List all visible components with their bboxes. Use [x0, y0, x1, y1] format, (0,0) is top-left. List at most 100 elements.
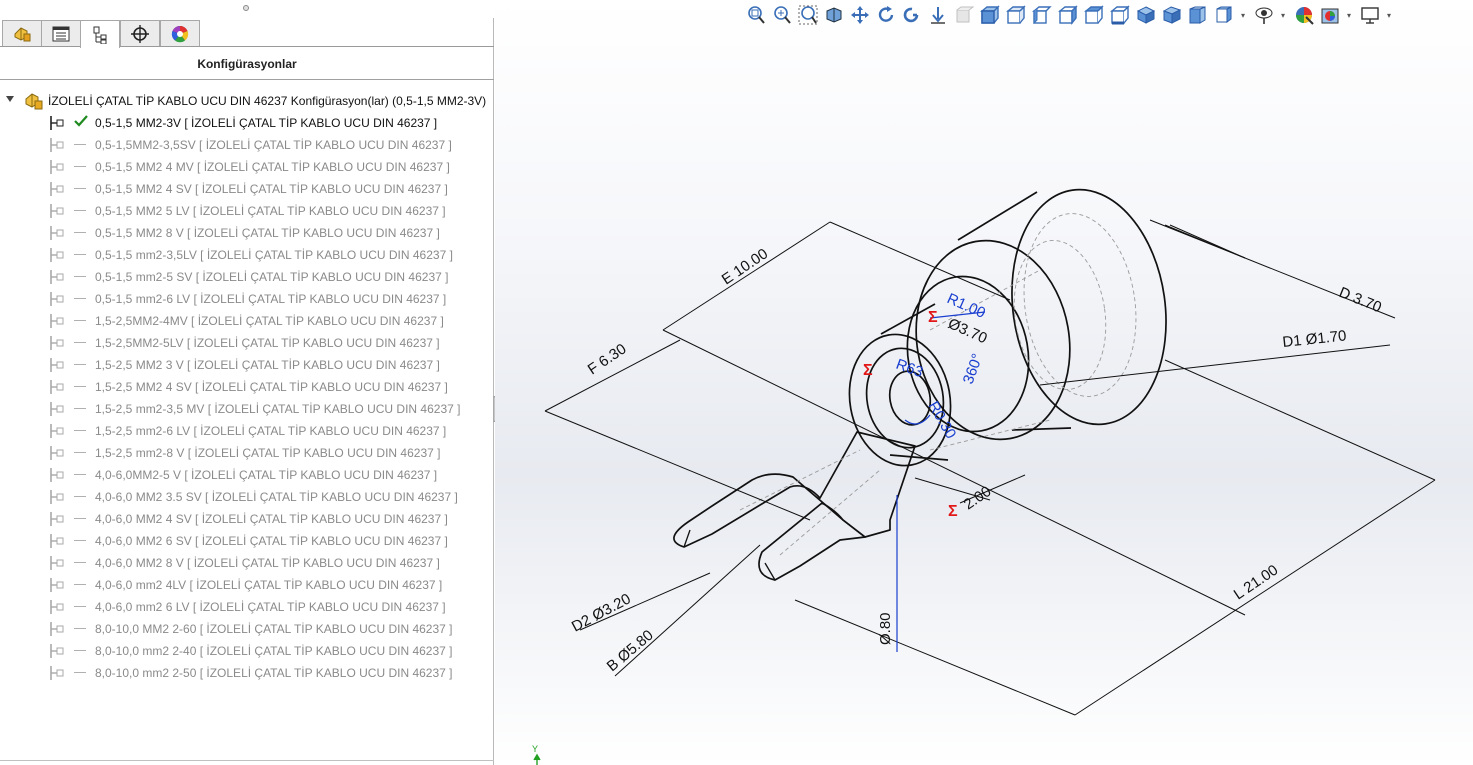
dimension-d2[interactable]: D2 Ø3.20: [569, 590, 634, 635]
zoom-in-out-button[interactable]: [797, 3, 819, 27]
configuration-icon: [48, 181, 66, 200]
configuration-label: 4,0-6,0 MM2 6 SV [ İZOLELİ ÇATAL TİP KAB…: [95, 534, 448, 548]
configuration-item[interactable]: 4,0-6,0 mm2 4LV [ İZOLELİ ÇATAL TİP KABL…: [0, 574, 494, 596]
inactive-dash-icon: [74, 562, 86, 563]
configuration-icon: [48, 269, 66, 288]
dimension-r063[interactable]: R63: [894, 356, 926, 381]
configuration-label: 0,5-1,5 MM2 8 V [ İZOLELİ ÇATAL TİP KABL…: [95, 226, 440, 240]
configuration-item[interactable]: 0,5-1,5 MM2 4 SV [ İZOLELİ ÇATAL TİP KAB…: [0, 178, 494, 200]
configuration-label: 1,5-2,5MM2-4MV [ İZOLELİ ÇATAL TİP KABLO…: [95, 314, 444, 328]
configuration-tree-root[interactable]: İZOLELİ ÇATAL TİP KABLO UCU DIN 46237 Ko…: [0, 90, 494, 112]
triad-y-label: Y: [532, 744, 538, 754]
inactive-dash-icon: [74, 188, 86, 189]
previous-view-button[interactable]: [927, 3, 949, 27]
dimension-d1[interactable]: D1 Ø1.70: [1282, 327, 1348, 351]
edit-appearance-button[interactable]: [1293, 3, 1315, 27]
view-orientation-button[interactable]: [1213, 3, 1235, 27]
dropdown-caret-icon[interactable]: ▾: [1240, 10, 1245, 20]
zoom-to-area-button[interactable]: [771, 3, 793, 27]
configuration-item[interactable]: 0,5-1,5 mm2-3,5LV [ İZOLELİ ÇATAL TİP KA…: [0, 244, 494, 266]
configuration-item[interactable]: 0,5-1,5 MM2 5 LV [ İZOLELİ ÇATAL TİP KAB…: [0, 200, 494, 222]
trimetric-view-button[interactable]: [1161, 3, 1183, 27]
configuration-item[interactable]: 0,5-1,5 MM2 8 V [ İZOLELİ ÇATAL TİP KABL…: [0, 222, 494, 244]
configuration-item[interactable]: 0,5-1,5 MM2 4 MV [ İZOLELİ ÇATAL TİP KAB…: [0, 156, 494, 178]
dimension-angle[interactable]: 360°: [960, 351, 987, 386]
sleeve-inner-ring: [906, 275, 1030, 433]
pan-button[interactable]: [849, 3, 871, 27]
section-view-button[interactable]: [823, 3, 845, 27]
top-view-button[interactable]: [1083, 3, 1105, 27]
configuration-item[interactable]: 8,0-10,0 MM2 2-60 [ İZOLELİ ÇATAL TİP KA…: [0, 618, 494, 640]
view-orientation-disabled-button[interactable]: [953, 3, 975, 27]
tab-configuration-manager[interactable]: [80, 20, 120, 48]
configuration-item[interactable]: 0,5-1,5MM2-3,5SV [ İZOLELİ ÇATAL TİP KAB…: [0, 134, 494, 156]
dimension-2[interactable]: 2.00: [961, 483, 995, 513]
back-view-button[interactable]: [1005, 3, 1027, 27]
dimension-b[interactable]: B Ø5.80: [604, 627, 657, 675]
dropdown-caret-icon[interactable]: ▾: [1280, 10, 1285, 20]
trimetric-view-icon: [1162, 6, 1182, 24]
configuration-icon: [48, 225, 66, 244]
configuration-item[interactable]: 1,5-2,5MM2-4MV [ İZOLELİ ÇATAL TİP KABLO…: [0, 310, 494, 332]
view-orientation-disabled-icon: [956, 6, 974, 23]
dimension-thickness[interactable]: Ø.80: [877, 612, 894, 645]
graphics-area[interactable]: E 10.00 F 6.30 D 3.70 D1 Ø1.70 D2 Ø3.20 …: [495, 0, 1473, 765]
front-view-button[interactable]: [979, 3, 1001, 27]
configuration-item[interactable]: 4,0-6,0 mm2 6 LV [ İZOLELİ ÇATAL TİP KAB…: [0, 596, 494, 618]
cable-lug-model: [673, 188, 1167, 581]
configuration-item[interactable]: 4,0-6,0 MM2 8 V [ İZOLELİ ÇATAL TİP KABL…: [0, 552, 494, 574]
configuration-item[interactable]: 1,5-2,5 mm2-8 V [ İZOLELİ ÇATAL TİP KABL…: [0, 442, 494, 464]
zoom-to-fit-button[interactable]: [745, 3, 767, 27]
configuration-item[interactable]: 4,0-6,0 MM2 4 SV [ İZOLELİ ÇATAL TİP KAB…: [0, 508, 494, 530]
zoom-to-area-icon: [774, 6, 791, 24]
configuration-item[interactable]: 1,5-2,5 MM2 3 V [ İZOLELİ ÇATAL TİP KABL…: [0, 354, 494, 376]
dropdown-caret-icon[interactable]: ▾: [1386, 10, 1391, 20]
configuration-item[interactable]: 8,0-10,0 mm2 2-50 [ İZOLELİ ÇATAL TİP KA…: [0, 662, 494, 684]
apply-scene-button[interactable]: [1319, 3, 1341, 27]
tab-dimxpert-manager[interactable]: [120, 20, 160, 46]
hide-show-items-icon: [1255, 7, 1273, 24]
dimension-d370[interactable]: Ø3.70: [945, 315, 989, 347]
dimetric-view-button[interactable]: [1187, 3, 1209, 27]
blue-annotations: [896, 311, 986, 652]
warning-symbols: Σ Σ Σ: [863, 309, 958, 520]
left-view-button[interactable]: [1031, 3, 1053, 27]
configuration-label: 1,5-2,5 mm2-3,5 MV [ İZOLELİ ÇATAL TİP K…: [95, 402, 461, 416]
dimension-d[interactable]: D 3.70: [1337, 284, 1384, 316]
isometric-view-button[interactable]: [1135, 3, 1157, 27]
hide-show-items-button[interactable]: [1253, 3, 1275, 27]
configuration-item[interactable]: 4,0-6,0 MM2 6 SV [ İZOLELİ ÇATAL TİP KAB…: [0, 530, 494, 552]
dimension-f[interactable]: F 6.30: [585, 340, 630, 378]
collapse-arrow-icon[interactable]: [6, 96, 14, 102]
configuration-item[interactable]: 0,5-1,5 MM2-3V [ İZOLELİ ÇATAL TİP KABLO…: [0, 112, 494, 134]
configuration-item[interactable]: 4,0-6,0 MM2 3.5 SV [ İZOLELİ ÇATAL TİP K…: [0, 486, 494, 508]
dimension-e[interactable]: E 10.00: [719, 245, 771, 288]
zoom-to-fit-icon: [748, 6, 765, 24]
view-settings-button[interactable]: [1359, 3, 1381, 27]
dimetric-view-icon: [1189, 6, 1206, 24]
configuration-item[interactable]: 1,5-2,5 mm2-6 LV [ İZOLELİ ÇATAL TİP KAB…: [0, 420, 494, 442]
configuration-item[interactable]: 0,5-1,5 mm2-6 LV [ İZOLELİ ÇATAL TİP KAB…: [0, 288, 494, 310]
inactive-dash-icon: [74, 650, 86, 651]
dropdown-caret-icon[interactable]: ▾: [1346, 10, 1351, 20]
rotate-button[interactable]: [875, 3, 897, 27]
configuration-item[interactable]: 8,0-10,0 mm2 2-40 [ İZOLELİ ÇATAL TİP KA…: [0, 640, 494, 662]
panel-grip[interactable]: [0, 0, 494, 18]
barrel-bottom-line: [889, 454, 949, 461]
configuration-item[interactable]: 4,0-6,0MM2-5 V [ İZOLELİ ÇATAL TİP KABLO…: [0, 464, 494, 486]
configuration-item[interactable]: 0,5-1,5 mm2-5 SV [ İZOLELİ ÇATAL TİP KAB…: [0, 266, 494, 288]
configuration-item[interactable]: 1,5-2,5MM2-5LV [ İZOLELİ ÇATAL TİP KABLO…: [0, 332, 494, 354]
top-view-icon: [1084, 5, 1104, 24]
bottom-view-button[interactable]: [1109, 3, 1131, 27]
configuration-icon: [48, 335, 66, 354]
tab-display-manager[interactable]: [160, 20, 200, 46]
right-view-button[interactable]: [1057, 3, 1079, 27]
roll-view-button[interactable]: [901, 3, 923, 27]
tab-feature-manager[interactable]: [2, 20, 42, 46]
inactive-dash-icon: [74, 232, 86, 233]
tab-property-manager[interactable]: [41, 20, 81, 46]
configuration-item[interactable]: 1,5-2,5 mm2-3,5 MV [ İZOLELİ ÇATAL TİP K…: [0, 398, 494, 420]
panel-heading: Konfigürasyonlar: [197, 57, 297, 71]
left-view-icon: [1032, 6, 1052, 25]
configuration-item[interactable]: 1,5-2,5 MM2 4 SV [ İZOLELİ ÇATAL TİP KAB…: [0, 376, 494, 398]
